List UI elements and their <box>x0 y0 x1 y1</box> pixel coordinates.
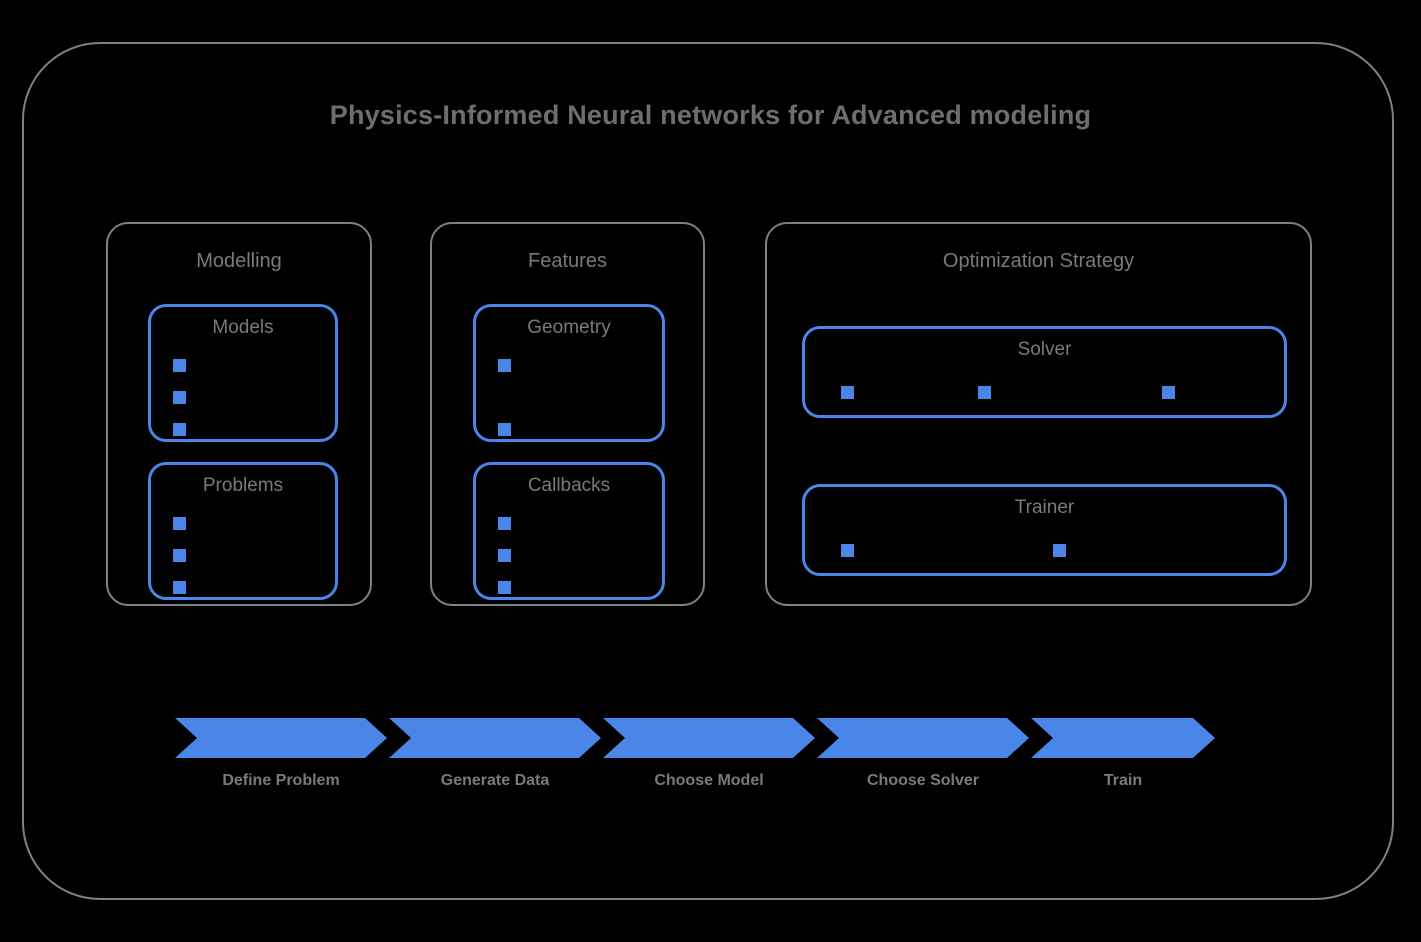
box-geometry[interactable]: Geometry <box>473 304 665 442</box>
pipeline-label-3: Choose Model <box>654 772 764 789</box>
box-title-models: Models <box>212 317 274 338</box>
cube-icon <box>1162 383 1178 399</box>
box-models[interactable]: Models <box>148 304 338 442</box>
group-panel-features: Features Geometry Callbacks <box>430 222 705 606</box>
page-title: Physics-Informed Neural networks for Adv… <box>329 100 1092 130</box>
pipeline-step-2[interactable] <box>389 718 601 758</box>
box-solver[interactable]: Solver <box>802 326 1287 418</box>
cube-icon <box>173 578 189 594</box>
cube-icon <box>498 514 514 530</box>
group-title-optimization: Optimization Strategy <box>942 250 1135 272</box>
cube-icon <box>173 546 189 562</box>
cube-icon <box>173 388 189 404</box>
cube-icon <box>173 514 189 530</box>
box-title-solver: Solver <box>1017 339 1072 360</box>
cube-icon <box>498 546 514 562</box>
cube-icon <box>173 420 189 436</box>
pipeline-label-2: Generate Data <box>440 772 550 789</box>
cube-icon <box>498 578 514 594</box>
pipeline-step-1[interactable] <box>175 718 387 758</box>
cube-icon <box>498 420 514 436</box>
pipeline-step-3[interactable] <box>603 718 815 758</box>
cube-icon <box>173 356 189 372</box>
box-problems[interactable]: Problems <box>148 462 338 600</box>
group-panel-optimization: Optimization Strategy Solver Trainer <box>765 222 1312 606</box>
box-title-problems: Problems <box>202 475 284 496</box>
group-title-modelling: Modelling <box>196 250 282 272</box>
pipeline-label-1: Define Problem <box>222 772 340 789</box>
pipeline-step-5[interactable] <box>1031 718 1215 758</box>
diagram-outer-container <box>22 42 1394 900</box>
cube-icon <box>498 356 514 372</box>
cube-icon <box>978 383 994 399</box>
pipeline-step-4[interactable] <box>817 718 1029 758</box>
cube-icon <box>841 541 857 557</box>
box-title-geometry: Geometry <box>527 317 611 338</box>
group-title-features: Features <box>528 250 607 272</box>
box-title-callbacks: Callbacks <box>527 475 611 496</box>
process-pipeline: Define Problem Generate Data Choose Mode… <box>175 718 1215 789</box>
cube-icon <box>1053 541 1069 557</box>
group-panel-modelling: Modelling Models Problems <box>106 222 372 606</box>
pipeline-label-4: Choose Solver <box>866 772 980 789</box>
pipeline-label-5: Train <box>1103 772 1143 789</box>
box-title-trainer: Trainer <box>1014 497 1075 518</box>
box-callbacks[interactable]: Callbacks <box>473 462 665 600</box>
box-trainer[interactable]: Trainer <box>802 484 1287 576</box>
cube-icon <box>841 383 857 399</box>
